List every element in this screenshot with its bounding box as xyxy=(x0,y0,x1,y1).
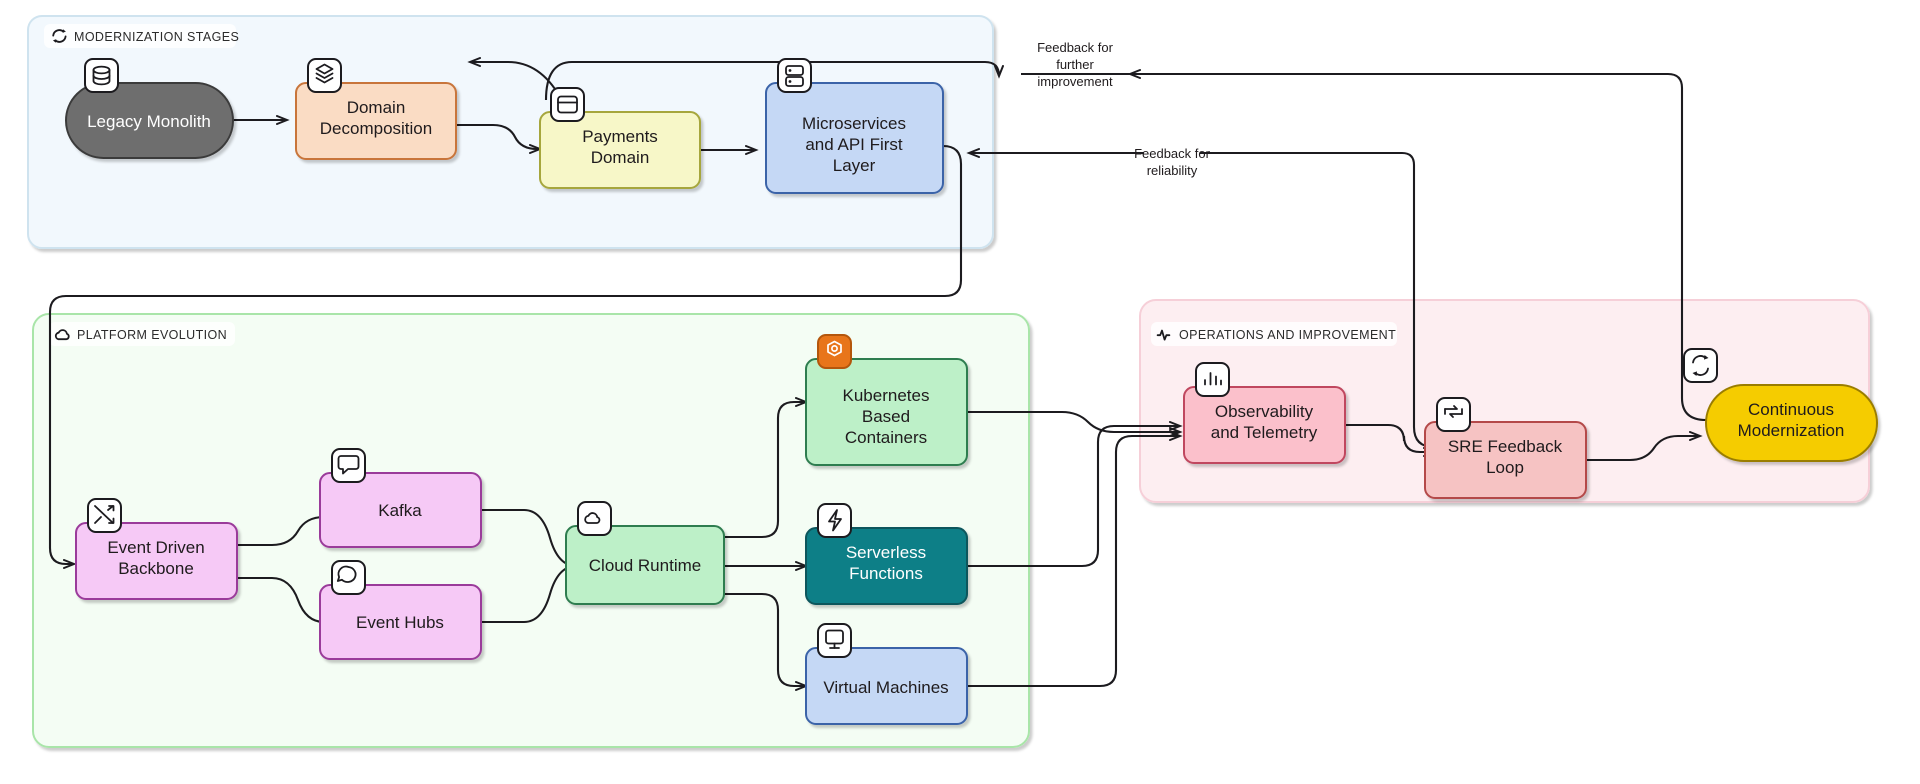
node-label-payments-domain-line2: Domain xyxy=(591,148,650,167)
edge-label-feedback-further-improvement: Feedback for further improvement xyxy=(1037,40,1114,89)
group-label-platform-evolution: PLATFORM EVOLUTION xyxy=(77,328,227,342)
edge-observability-to-sre-feedback-loop xyxy=(1345,423,1437,457)
node-label-virtual-machines: Virtual Machines xyxy=(823,678,948,697)
node-kubernetes-based-containers[interactable]: Kubernetes Based Containers xyxy=(805,334,968,466)
node-label-domain-decomposition-line1: Domain xyxy=(347,98,406,117)
edge-sre-feedback-loop-to-continuous-modernization xyxy=(1586,431,1703,462)
node-domain-decomposition[interactable]: Domain Decomposition xyxy=(295,58,457,160)
node-label-observability-line2: and Telemetry xyxy=(1211,423,1318,442)
edge-label-line1: Feedback for xyxy=(1134,146,1211,161)
node-label-microservices-line1: Microservices xyxy=(802,114,906,133)
edge-cloud-runtime-to-kubernetes xyxy=(724,397,809,539)
group-label-modernization-stages: MODERNIZATION STAGES xyxy=(74,30,239,44)
pulse-icon xyxy=(1156,329,1171,341)
database-icon xyxy=(84,58,119,93)
node-label-continuous-modernization-line1: Continuous xyxy=(1748,400,1834,419)
server-icon xyxy=(777,58,812,93)
repeat-icon xyxy=(1436,397,1471,432)
edge-sre-feedback-loop-to-microservices xyxy=(1200,151,1435,449)
cloud-icon xyxy=(577,501,612,536)
node-label-observability-line1: Observability xyxy=(1215,402,1314,421)
edge-label-feedback-reliability: Feedback for reliability xyxy=(1134,146,1211,178)
node-payments-domain[interactable]: Payments Domain xyxy=(539,87,701,189)
node-label-serverless-line1: Serverless xyxy=(846,543,926,562)
kubernetes-icon xyxy=(817,334,852,369)
node-label-event-driven-backbone-line2: Backbone xyxy=(118,559,194,578)
node-label-legacy-monolith: Legacy Monolith xyxy=(87,112,211,131)
group-label-operations-and-improvement: OPERATIONS AND IMPROVEMENT xyxy=(1179,328,1396,342)
edge-cloud-runtime-to-virtual-machines xyxy=(724,592,809,691)
edge-virtual-machines-to-observability xyxy=(967,431,1183,688)
lightning-icon xyxy=(817,503,852,538)
node-continuous-modernization[interactable]: Continuous Modernization xyxy=(1683,348,1878,462)
edge-label-line3: improvement xyxy=(1037,74,1113,89)
card-icon xyxy=(550,87,585,122)
edge-serverless-functions-to-observability xyxy=(967,421,1183,568)
node-legacy-monolith[interactable]: Legacy Monolith xyxy=(65,58,234,159)
node-label-kubernetes-line3: Containers xyxy=(845,428,927,447)
node-label-payments-domain-line1: Payments xyxy=(582,127,658,146)
node-serverless-functions[interactable]: Serverless Functions xyxy=(805,503,968,605)
edge-label-line1: Feedback for xyxy=(1037,40,1114,55)
node-label-event-driven-backbone-line1: Event Driven xyxy=(107,538,204,557)
shuffle-icon xyxy=(87,498,122,533)
bar-chart-icon xyxy=(1195,362,1230,397)
edge-microservices-to-event-driven-backbone xyxy=(48,144,963,569)
edge-kubernetes-to-observability xyxy=(967,410,1183,437)
node-label-sre-feedback-loop-line1: SRE Feedback xyxy=(1448,437,1563,456)
node-label-continuous-modernization-line2: Modernization xyxy=(1738,421,1845,440)
refresh-cycle-icon xyxy=(52,29,67,43)
group-platform-evolution: PLATFORM EVOLUTION xyxy=(32,313,1030,748)
node-cloud-runtime[interactable]: Cloud Runtime xyxy=(565,501,725,605)
node-kafka[interactable]: Kafka xyxy=(319,448,482,548)
message-square-icon xyxy=(331,448,366,483)
node-label-microservices-line3: Layer xyxy=(833,156,876,175)
layers-icon xyxy=(307,58,342,93)
node-label-serverless-line2: Functions xyxy=(849,564,923,583)
edges-layer xyxy=(48,57,1707,691)
node-label-domain-decomposition-line2: Decomposition xyxy=(320,119,432,138)
message-circle-icon xyxy=(331,560,366,595)
node-label-event-hubs: Event Hubs xyxy=(356,613,444,632)
node-event-driven-backbone[interactable]: Event Driven Backbone xyxy=(75,498,238,600)
edge-event-driven-backbone-to-event-hubs xyxy=(237,576,331,627)
refresh-cycle-icon xyxy=(1683,348,1718,383)
edge-label-line2: further xyxy=(1056,57,1094,72)
monitor-icon xyxy=(817,623,852,658)
node-label-kubernetes-line2: Based xyxy=(862,407,910,426)
edge-event-driven-backbone-to-kafka xyxy=(237,512,331,547)
node-virtual-machines[interactable]: Virtual Machines xyxy=(805,623,968,725)
node-label-kafka: Kafka xyxy=(378,501,422,520)
edge-label-line2: reliability xyxy=(1147,163,1198,178)
node-label-sre-feedback-loop-line2: Loop xyxy=(1486,458,1524,477)
edge-domain-decomposition-to-payments-domain xyxy=(456,123,543,154)
node-label-kubernetes-line1: Kubernetes xyxy=(843,386,930,405)
node-observability-and-telemetry[interactable]: Observability and Telemetry xyxy=(1183,362,1346,464)
node-label-cloud-runtime: Cloud Runtime xyxy=(589,556,701,575)
node-label-microservices-line2: and API First xyxy=(805,135,903,154)
node-sre-feedback-loop[interactable]: SRE Feedback Loop xyxy=(1424,397,1587,499)
node-event-hubs[interactable]: Event Hubs xyxy=(319,560,482,660)
cloud-icon xyxy=(54,329,70,341)
edge-continuous-modernization-to-domain-decomposition xyxy=(1127,69,1707,422)
node-microservices-api-first-layer[interactable]: Microservices and API First Layer xyxy=(765,58,944,194)
